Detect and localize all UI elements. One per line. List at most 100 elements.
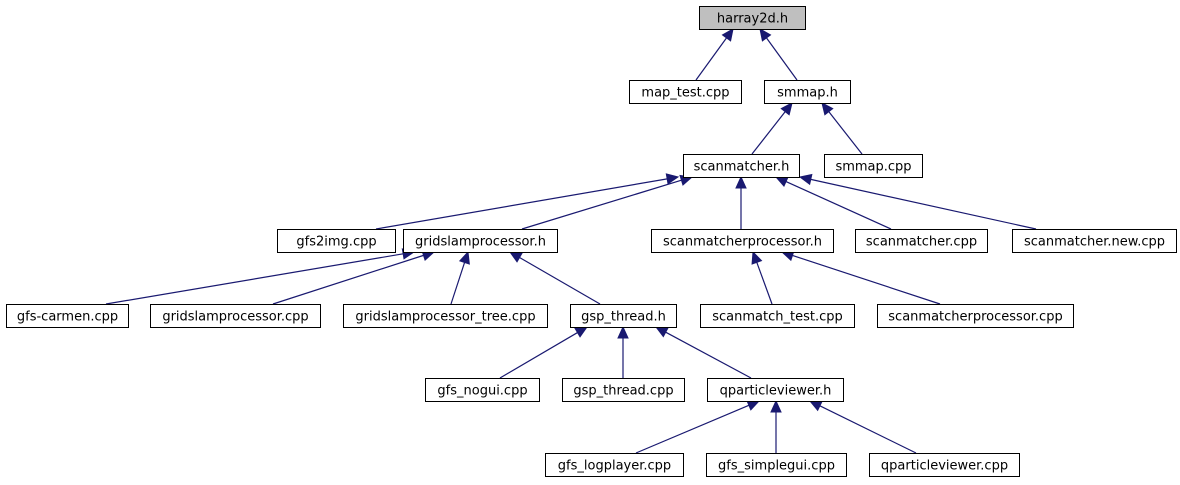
node-qparticleviewer-cpp[interactable]: qparticleviewer.cpp [869, 453, 1020, 477]
node-qparticleviewer-h[interactable]: qparticleviewer.h [707, 378, 844, 402]
edge-line [519, 256, 601, 305]
nodes-layer: harray2d.h map_test.cpp smmap.h scanmatcher… [6, 6, 1177, 477]
node-label: scanmatcher.cpp [866, 235, 977, 250]
node-label: scanmatcherprocessor.h [663, 235, 822, 250]
arrowhead-icon [746, 400, 761, 411]
node-gfs2img-cpp[interactable]: gfs2img.cpp [277, 229, 396, 253]
node-scanmatcherprocessor-h[interactable]: scanmatcherprocessor.h [651, 229, 834, 253]
arrowhead-icon [751, 250, 763, 265]
edge-line [792, 254, 941, 305]
edge-smmap_h-to-harray2d_h [759, 28, 798, 81]
node-scanmatcher-cpp[interactable]: scanmatcher.cpp [855, 229, 988, 253]
node-label: scanmatcher.new.cpp [1024, 235, 1165, 250]
node-box[interactable] [343, 304, 548, 328]
node-gsp-thread-h[interactable]: gsp_thread.h [570, 304, 677, 328]
edge-line [785, 180, 892, 230]
arrowhead-icon [617, 325, 629, 339]
node-label: scanmatcher.h [694, 160, 790, 175]
edge-line [756, 262, 773, 305]
arrowhead-icon [665, 173, 680, 185]
node-box[interactable] [6, 304, 129, 328]
edge-qparticleviewer_h-to-gsp_thread_h [654, 326, 752, 379]
node-scanmatcherprocessor-cpp[interactable]: scanmatcherprocessor.cpp [877, 304, 1074, 328]
node-box[interactable] [150, 304, 321, 328]
edge-gsp_thread_cpp-to-gsp_thread_h [617, 325, 629, 378]
node-map-test-cpp[interactable]: map_test.cpp [629, 80, 742, 104]
edge-gfs_logplayer_cpp-to-qparticleviewer_h [635, 400, 761, 454]
node-gfs-carmen-cpp[interactable]: gfs-carmen.cpp [6, 304, 129, 328]
edge-line [765, 37, 798, 81]
node-box[interactable] [651, 229, 834, 253]
node-gfs-logplayer-cpp[interactable]: gfs_logplayer.cpp [545, 453, 684, 477]
node-gridslamprocessor-tree-cpp[interactable]: gridslamprocessor_tree.cpp [343, 304, 548, 328]
node-box[interactable] [562, 378, 685, 402]
arrowhead-icon [759, 28, 772, 42]
arrowhead-icon [774, 176, 789, 188]
node-smmap-h[interactable]: smmap.h [764, 80, 851, 104]
edge-line [450, 262, 466, 305]
node-box[interactable] [277, 229, 396, 253]
node-box[interactable] [629, 80, 742, 104]
node-label: qparticleviewer.cpp [881, 459, 1008, 474]
node-label: gfs-carmen.cpp [17, 310, 118, 325]
node-box[interactable] [824, 154, 923, 178]
node-gsp-thread-cpp[interactable]: gsp_thread.cpp [562, 378, 685, 402]
node-box[interactable] [764, 80, 851, 104]
node-box[interactable] [855, 229, 988, 253]
edge-line [521, 179, 682, 230]
node-scanmatch-test-cpp[interactable]: scanmatch_test.cpp [700, 304, 855, 328]
edge-gfs_carmen_cpp-to-gridslamprocessor_h [105, 248, 416, 305]
node-harray2d-h[interactable]: harray2d.h [699, 6, 806, 30]
node-box[interactable] [869, 453, 1020, 477]
node-label: gfs_nogui.cpp [437, 384, 527, 399]
node-label: gridslamprocessor_tree.cpp [355, 310, 535, 325]
node-scanmatcher-new-cpp[interactable]: scanmatcher.new.cpp [1012, 229, 1177, 253]
node-gridslamprocessor-cpp[interactable]: gridslamprocessor.cpp [150, 304, 321, 328]
node-box[interactable] [706, 453, 847, 477]
node-label: scanmatcherprocessor.cpp [888, 310, 1062, 325]
node-box[interactable] [683, 154, 800, 178]
node-label: gridslamprocessor.cpp [162, 310, 308, 325]
node-label: scanmatch_test.cpp [712, 310, 843, 325]
node-box[interactable] [700, 304, 855, 328]
edge-line [665, 331, 752, 379]
node-scanmatcher-h[interactable]: scanmatcher.h [683, 154, 800, 178]
edge-gridslamprocessor_cpp-to-gridslamprocessor_h [272, 250, 436, 305]
node-smmap-cpp[interactable]: smmap.cpp [824, 154, 923, 178]
arrowhead-icon [574, 326, 589, 338]
edge-line [635, 404, 750, 454]
arrowhead-icon [770, 399, 782, 413]
edge-scanmatch_test_cpp-to-scanmatcherprocessor_h [751, 250, 773, 305]
edge-gsp_thread_h-to-gridslamprocessor_h [508, 251, 601, 305]
node-box[interactable] [1012, 229, 1177, 253]
node-box[interactable] [425, 378, 540, 402]
node-box[interactable] [545, 453, 684, 477]
edge-gfs2img_cpp-to-scanmatcher_h [375, 173, 680, 230]
node-label: map_test.cpp [641, 86, 729, 101]
arrowhead-icon [798, 173, 813, 186]
node-gfs-simplegui-cpp[interactable]: gfs_simplegui.cpp [706, 453, 847, 477]
node-label: smmap.h [777, 86, 838, 101]
arrowhead-icon [458, 250, 470, 265]
node-box[interactable] [877, 304, 1074, 328]
arrowhead-icon [735, 175, 747, 189]
edge-gridslamprocessor_h-to-scanmatcher_h [521, 174, 694, 230]
node-box[interactable] [699, 6, 806, 30]
arrowhead-icon [821, 102, 834, 116]
arrowhead-icon [808, 400, 823, 412]
node-label: gridslamprocessor.h [415, 235, 546, 250]
edge-line [819, 405, 917, 454]
edge-line [499, 332, 578, 379]
node-box[interactable] [570, 304, 677, 328]
edge-map_test_cpp-to-harray2d_h [695, 28, 734, 81]
node-label: harray2d.h [717, 12, 788, 27]
node-label: gfs_simplegui.cpp [718, 459, 835, 474]
node-gridslamprocessor-h[interactable]: gridslamprocessor.h [403, 229, 558, 253]
node-box[interactable] [403, 229, 558, 253]
arrowhead-icon [780, 102, 793, 116]
arrowhead-icon [508, 251, 523, 263]
node-box[interactable] [707, 378, 844, 402]
node-gfs-nogui-cpp[interactable]: gfs_nogui.cpp [425, 378, 540, 402]
arrowhead-icon [654, 326, 669, 338]
